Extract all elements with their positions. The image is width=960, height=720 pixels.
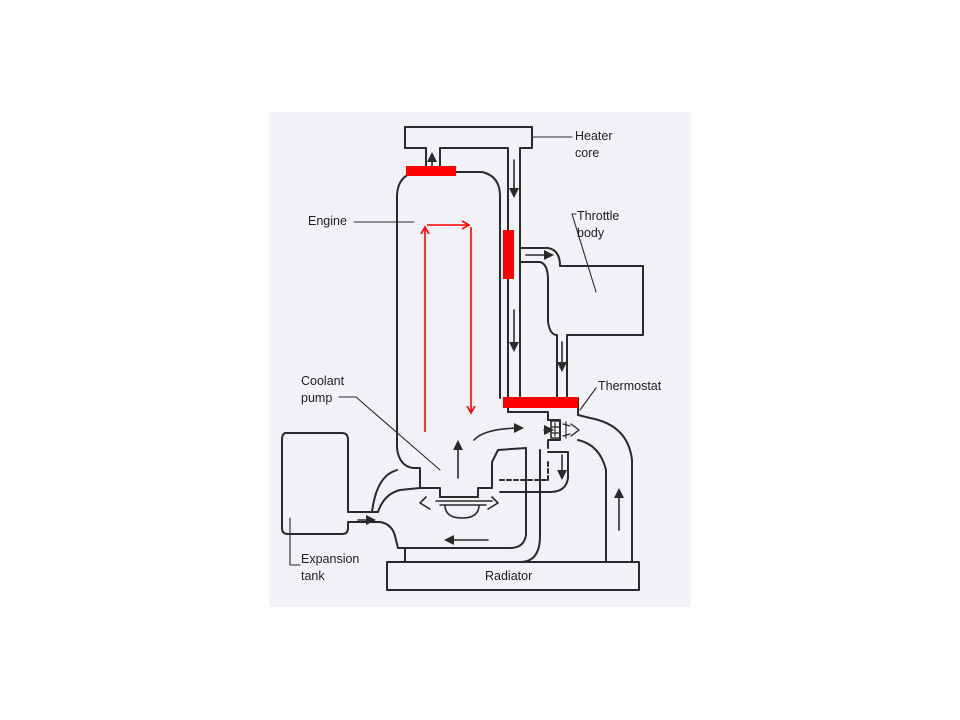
highlight-bar-heater-pipe xyxy=(503,230,514,279)
radiator-body xyxy=(386,561,640,591)
engine-block xyxy=(396,147,501,498)
label-engine: Engine xyxy=(308,214,347,228)
throttle-body xyxy=(519,247,644,371)
highlight-bar-engine-outlet xyxy=(406,166,456,176)
flow-arrows xyxy=(357,152,624,545)
label-radiator: Radiator xyxy=(485,569,533,583)
label-thermostat: Thermostat xyxy=(598,379,662,393)
heater-core xyxy=(404,126,533,181)
heater-return-pipe xyxy=(507,179,521,399)
diagram-panel xyxy=(269,112,691,607)
highlight-bar-thermostat-inlet xyxy=(503,397,578,408)
red-annotations xyxy=(406,166,578,432)
coolant-pump-housing xyxy=(404,447,569,563)
expansion-tank xyxy=(281,432,421,549)
leader-lines xyxy=(289,136,597,566)
